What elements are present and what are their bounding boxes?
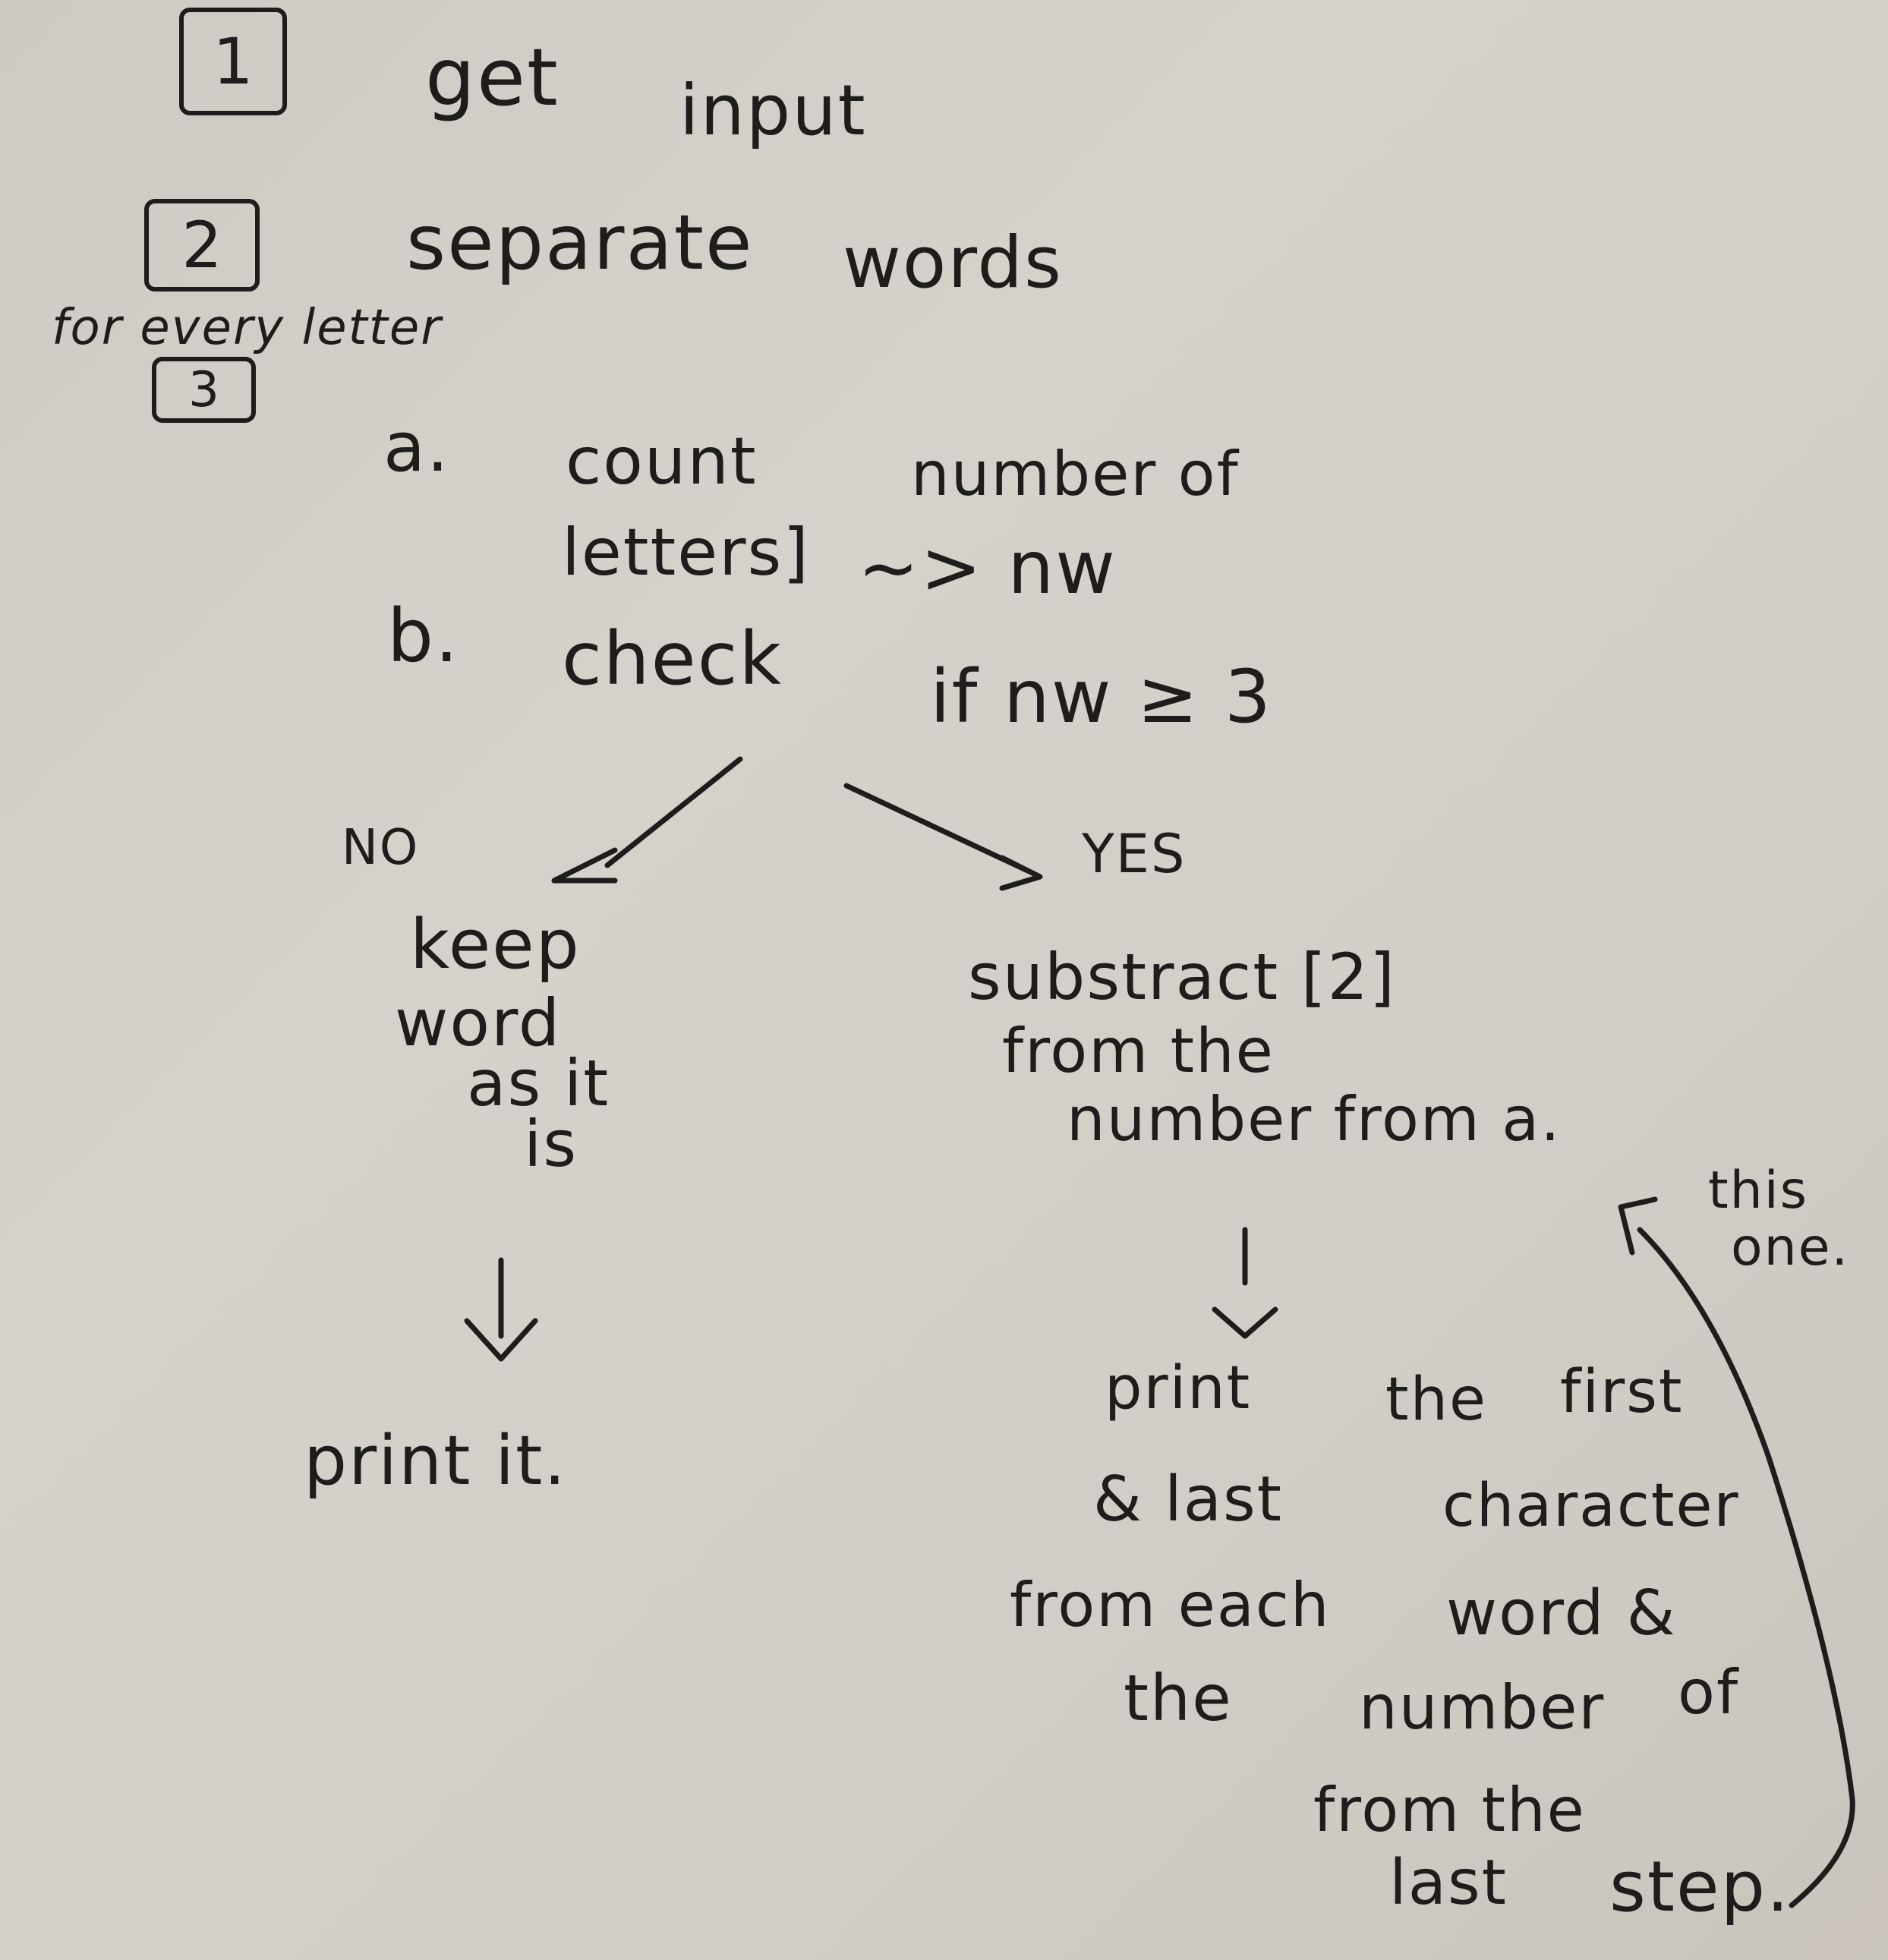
note-one: one.: [1731, 1218, 1850, 1278]
step-1-text-input: input: [679, 70, 867, 151]
branch-yes-line-from-the: from the: [1002, 1016, 1275, 1086]
sub-a-marker: a.: [383, 408, 450, 487]
yes-and-last: & last: [1093, 1464, 1283, 1536]
yes-from-the: from the: [1313, 1775, 1586, 1845]
step-1-number: 1: [213, 24, 254, 99]
yes-the-2: the: [1124, 1661, 1233, 1735]
arrow-yes: [843, 783, 1043, 891]
yes-first: first: [1560, 1358, 1684, 1426]
yes-the-1: the: [1385, 1366, 1488, 1434]
branch-yes-label: YES: [1082, 823, 1187, 885]
branch-no-line-keep: keep: [410, 905, 581, 985]
arrow-yes-down: [1212, 1227, 1278, 1339]
sub-b-marker: b.: [387, 594, 460, 679]
branch-no-label: NO: [342, 820, 420, 876]
step-2-number: 2: [181, 208, 222, 282]
sub-a-result: ~> nw: [858, 525, 1117, 610]
step-3-number: 3: [188, 361, 219, 418]
yes-number: number: [1359, 1672, 1606, 1743]
step-2-text-separate: separate: [406, 198, 754, 287]
yes-word-and: word &: [1446, 1577, 1677, 1650]
yes-last: last: [1389, 1847, 1508, 1919]
branch-no-line-as-it: as it: [467, 1046, 610, 1120]
sub-b-check: check: [562, 616, 783, 701]
sub-a-count: count: [566, 424, 758, 499]
sub-b-condition: if nw ≥ 3: [930, 654, 1272, 739]
arrow-no-down: [464, 1257, 538, 1362]
note-this: this: [1708, 1161, 1809, 1221]
step-3-box: 3: [152, 357, 256, 423]
step-1-text-get: get: [425, 31, 559, 124]
bracket-loop: [1618, 1196, 1855, 1908]
branch-yes-line-substract: substract [2]: [968, 940, 1396, 1014]
step-2-box: 2: [144, 199, 260, 291]
yes-character: character: [1442, 1472, 1740, 1540]
step-1-box: 1: [179, 8, 287, 115]
yes-of: of: [1678, 1657, 1740, 1728]
arrow-no: [551, 756, 743, 884]
branch-no-print-it: print it.: [304, 1421, 567, 1501]
branch-no-line-is: is: [524, 1107, 578, 1181]
step-2-text-words: words: [843, 222, 1064, 304]
yes-from-each: from each: [1010, 1570, 1331, 1640]
branch-yes-line-number: number from a.: [1067, 1084, 1562, 1155]
yes-print: print: [1105, 1354, 1252, 1423]
branch-no-line-word: word: [395, 985, 562, 1061]
yes-step: step.: [1609, 1846, 1791, 1927]
step-3-note: for every letter: [52, 300, 443, 356]
sub-a-letters: letters]: [562, 515, 810, 591]
sub-a-number-of: number of: [911, 439, 1240, 509]
